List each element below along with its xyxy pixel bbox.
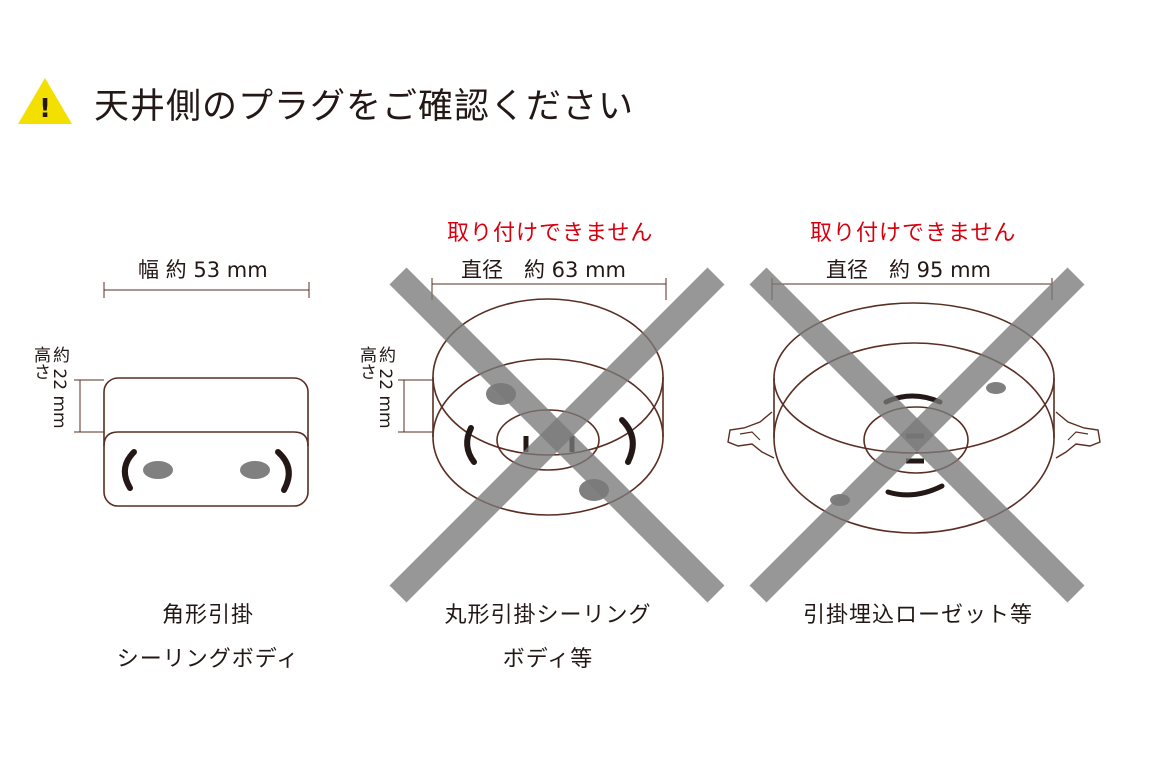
item3-not-compatible-label: 取り付けできません — [810, 221, 1017, 246]
not-compatible-cross-rosette — [749, 267, 1085, 603]
item1-width-label: 幅 約 53 mm — [138, 258, 268, 282]
item2-diameter-label: 直径 約 63 mm — [461, 258, 626, 282]
item2-height-line2: 約 22 mm — [375, 346, 395, 429]
item1-height-line2: 約 22 mm — [49, 346, 69, 429]
item2-not-compatible-label: 取り付けできません — [447, 221, 654, 246]
square-ceiling-body-drawing — [74, 282, 310, 507]
item3-caption: 引掛埋込ローゼット等 — [790, 594, 1046, 638]
item1-height-line1: 高さ — [30, 346, 50, 380]
item1-caption-line2: シーリングボディ — [116, 647, 300, 672]
item3-caption-line1: 引掛埋込ローゼット等 — [802, 603, 1033, 628]
not-compatible-cross-round — [389, 267, 725, 603]
warning-triangle-icon: ! — [18, 78, 72, 124]
item2-caption-line2: ボディ等 — [502, 647, 594, 672]
item2-height-label: 約 22 mm 高さ — [356, 346, 395, 429]
warning-exclamation: ! — [39, 94, 51, 124]
item1-caption-line1: 角形引掛 — [161, 603, 254, 628]
item2-caption-line1: 丸形引掛シーリング — [444, 603, 652, 628]
page-title: 天井側のプラグをご確認ください — [94, 87, 635, 127]
item2-height-line1: 高さ — [356, 346, 376, 380]
item1-caption: 角形引掛 シーリングボディ — [106, 594, 310, 682]
item1-height-label: 約 22 mm 高さ — [30, 346, 69, 429]
item3-diameter-label: 直径 約 95 mm — [826, 258, 991, 282]
item2-caption: 丸形引掛シーリング ボディ等 — [430, 594, 666, 682]
